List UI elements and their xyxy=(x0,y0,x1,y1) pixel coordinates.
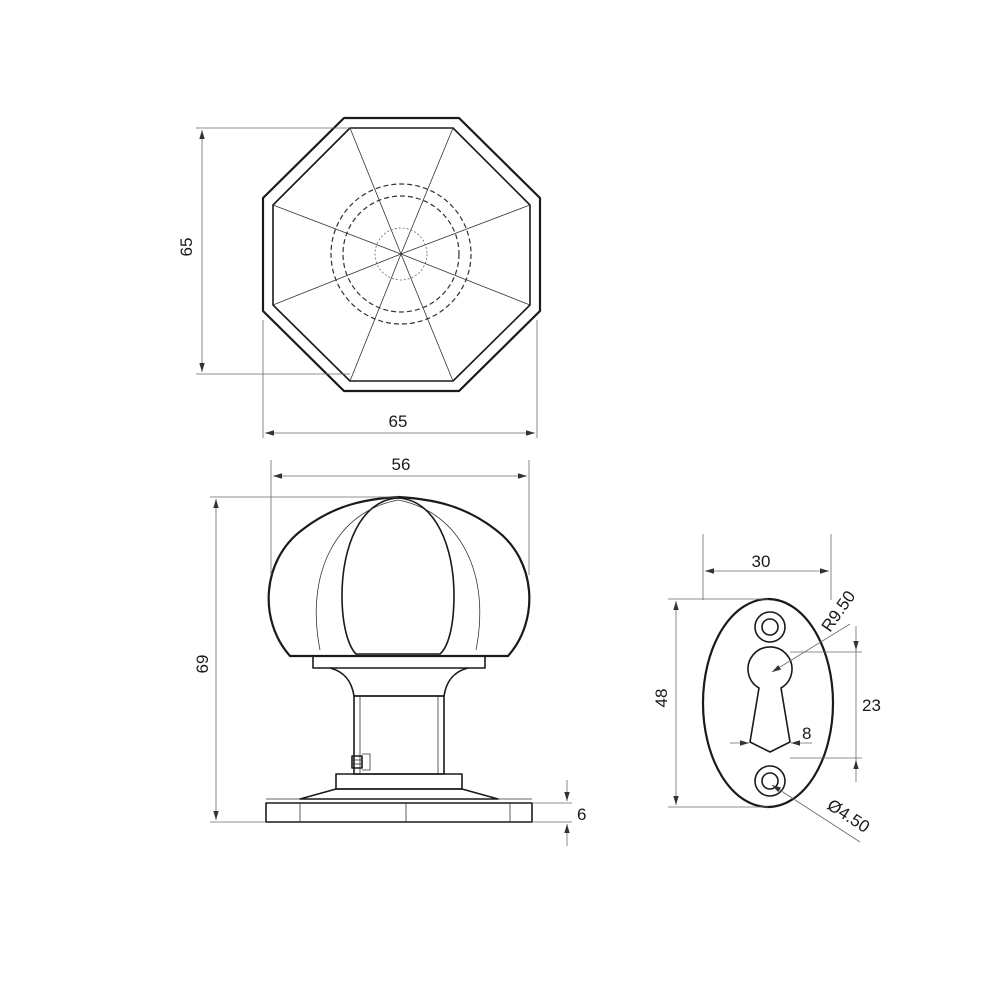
hole-leader xyxy=(771,784,861,843)
top-view: 65 65 xyxy=(177,116,542,438)
hidden-circle-inner xyxy=(342,195,460,313)
knob-lobe-lines xyxy=(315,499,481,651)
base-thickness-label: 6 xyxy=(577,805,586,824)
escutcheon-height-label: 48 xyxy=(652,689,671,708)
side-height-label: 69 xyxy=(193,655,212,674)
escutcheon-width-label: 30 xyxy=(752,552,771,571)
top-height-label: 65 xyxy=(177,238,196,257)
rose-collar xyxy=(335,773,463,790)
hole-diameter-label: Ø4.50 xyxy=(824,795,873,836)
slot-width-label: 8 xyxy=(802,724,811,743)
knob-petal xyxy=(341,497,455,655)
grub-screw-icon xyxy=(351,753,371,771)
rose-base xyxy=(265,802,533,823)
keyhole xyxy=(747,646,793,753)
octagon-facets xyxy=(272,127,531,382)
rose-plate xyxy=(299,788,499,800)
screw-hole-bottom-inner xyxy=(761,772,779,790)
hidden-circle-spindle xyxy=(374,227,428,281)
keyhole-height-label: 23 xyxy=(862,696,881,715)
side-view: 56 69 6 xyxy=(193,455,586,846)
side-width-label: 56 xyxy=(392,455,411,474)
screw-hole-top-inner xyxy=(761,618,779,636)
screw-hole-top-outer xyxy=(754,611,786,643)
screw-hole-bottom-outer xyxy=(754,765,786,797)
rose-base-segments xyxy=(299,803,511,822)
knob-collar xyxy=(312,655,486,669)
radius-label: R9.50 xyxy=(818,587,860,635)
escutcheon-view: 30 48 R9.50 23 8 Ø4.50 xyxy=(652,534,881,843)
radius-leader xyxy=(771,623,851,673)
octagon-outer xyxy=(261,116,542,393)
top-width-label: 65 xyxy=(389,412,408,431)
knob-neck xyxy=(329,667,469,697)
escutcheon-plate xyxy=(701,597,835,809)
hidden-circle-outer xyxy=(330,183,472,325)
knob-head xyxy=(267,495,531,658)
knob-spindle xyxy=(353,695,445,775)
